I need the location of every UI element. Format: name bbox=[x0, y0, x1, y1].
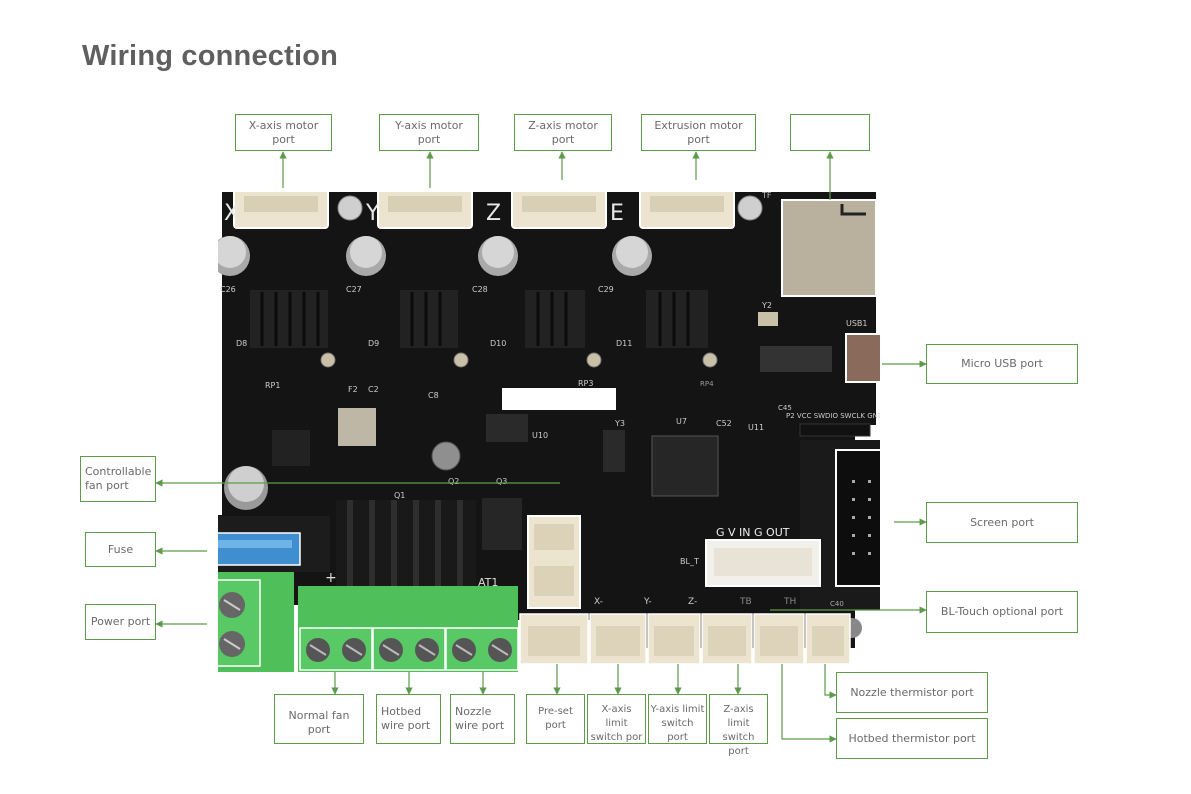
silk-c27: C27 bbox=[346, 285, 362, 294]
page-title: Wiring connection bbox=[82, 40, 339, 72]
silk-plus: + bbox=[325, 570, 337, 586]
silk-c45: C45 bbox=[778, 404, 792, 412]
bltouch-connector bbox=[705, 539, 821, 587]
silk-bl: BL_T bbox=[680, 557, 699, 566]
silk-c8: C8 bbox=[428, 391, 439, 400]
silk-p2: P2 VCC SWDIO SWCLK GND bbox=[786, 412, 880, 420]
label-z-limit-switch-port: Z-axis limit switch port bbox=[709, 694, 768, 757]
label-tf-card-port bbox=[790, 114, 870, 151]
power-terminal-block bbox=[218, 572, 294, 672]
silk-d11: D11 bbox=[616, 339, 632, 348]
silk-th: TH bbox=[783, 597, 796, 607]
silk-c40: C40 bbox=[830, 600, 844, 608]
label-hotbed-wire-port: Hotbed wire port bbox=[376, 694, 441, 744]
label-normal-fan-port: Normal fan port bbox=[274, 694, 364, 744]
silk-z: Z bbox=[486, 201, 501, 226]
motor-connector-y bbox=[377, 192, 473, 229]
silk-lim-y: Y- bbox=[643, 597, 652, 607]
capacitor bbox=[737, 195, 763, 221]
tf-card-slot bbox=[781, 199, 877, 297]
silk-c26: C26 bbox=[220, 285, 236, 294]
silk-q3: Q3 bbox=[496, 477, 507, 486]
controllable-fan-connector bbox=[527, 515, 581, 609]
capacitor bbox=[337, 195, 363, 221]
label-y-motor-port: Y-axis motor port bbox=[379, 114, 479, 151]
output-terminal-blocks bbox=[298, 586, 519, 672]
chip bbox=[760, 346, 832, 372]
mosfet bbox=[482, 498, 522, 550]
crystal bbox=[758, 312, 778, 326]
silk-at1: AT1 bbox=[478, 576, 498, 589]
label-hotbed-thermistor-port: Hotbed thermistor port bbox=[836, 718, 988, 759]
silk-y2: Y2 bbox=[761, 301, 772, 310]
inductor bbox=[338, 408, 376, 446]
label-controllable-fan-port: Controllable fan port bbox=[80, 456, 156, 502]
silk-y3: Y3 bbox=[614, 419, 625, 428]
screen-header bbox=[835, 449, 880, 587]
silk-lim-z: Z- bbox=[688, 597, 697, 607]
silk-c29: C29 bbox=[598, 285, 614, 294]
label-z-motor-port: Z-axis motor port bbox=[514, 114, 612, 151]
silk-blank-area bbox=[502, 388, 616, 410]
silk-x: X bbox=[224, 201, 239, 226]
label-bltouch-port: BL-Touch optional port bbox=[926, 591, 1078, 633]
label-screen-port: Screen port bbox=[926, 502, 1078, 543]
swd-header bbox=[799, 423, 871, 437]
label-x-motor-port: X-axis motor port bbox=[235, 114, 332, 151]
silk-c2: C2 bbox=[368, 385, 379, 394]
label-micro-usb-port: Micro USB port bbox=[926, 344, 1078, 384]
silk-bl-pins: G V IN G OUT bbox=[716, 526, 790, 539]
motor-connector-e bbox=[639, 192, 735, 229]
label-y-limit-switch-port: Y-axis limit switch port bbox=[648, 694, 707, 744]
silk-usb: USB1 bbox=[846, 319, 868, 328]
silk-y: Y bbox=[365, 201, 380, 226]
silk-lim-x: X- bbox=[594, 597, 603, 607]
silk-d9: D9 bbox=[368, 339, 379, 348]
mcu-chip bbox=[651, 435, 719, 497]
label-x-limit-switch-port: X-axis limit switch por bbox=[587, 694, 646, 744]
mainboard-image: X Y Z E RP1 RP3 RP4 D8 D9 D10 D11 C26 C2… bbox=[218, 192, 880, 672]
label-preset-port: Pre-set port bbox=[526, 694, 585, 744]
silk-d8: D8 bbox=[236, 339, 247, 348]
crystal-y3 bbox=[603, 430, 625, 472]
label-nozzle-thermistor-port: Nozzle thermistor port bbox=[836, 672, 988, 713]
silk-c52: C52 bbox=[716, 419, 732, 428]
silk-u11: U11 bbox=[748, 423, 764, 432]
silk-tf: TF bbox=[761, 192, 772, 200]
silk-d10: D10 bbox=[490, 339, 506, 348]
label-extrusion-motor-port: Extrusion motor port bbox=[641, 114, 756, 151]
label-nozzle-wire-port: Nozzle wire port bbox=[450, 694, 515, 744]
capacitor bbox=[431, 441, 461, 471]
blade-fuse bbox=[218, 532, 301, 566]
silk-rp1: RP1 bbox=[265, 381, 280, 390]
silk-e: E bbox=[610, 201, 624, 226]
silk-tb: TB bbox=[739, 597, 752, 607]
silk-rp3: RP3 bbox=[578, 379, 593, 388]
silk-u10: U10 bbox=[532, 431, 548, 440]
electrolytic-capacitors bbox=[218, 236, 652, 510]
silk-q1: Q1 bbox=[394, 491, 405, 500]
silk-c28: C28 bbox=[472, 285, 488, 294]
chip-u10 bbox=[486, 414, 528, 442]
line-hotbed-thermistor bbox=[781, 664, 837, 743]
regulator-chip bbox=[272, 430, 310, 466]
silk-q2: Q2 bbox=[448, 477, 459, 486]
motor-connector-z bbox=[511, 192, 607, 229]
motor-connector-x bbox=[233, 192, 329, 229]
silk-rp4: RP4 bbox=[700, 380, 714, 388]
label-power-port: Power port bbox=[85, 604, 156, 640]
label-fuse: Fuse bbox=[85, 532, 156, 567]
silk-f2: F2 bbox=[348, 385, 358, 394]
silk-u7: U7 bbox=[676, 417, 687, 426]
line-nozzle-thermistor bbox=[824, 664, 837, 699]
micro-usb-connector bbox=[845, 333, 880, 383]
